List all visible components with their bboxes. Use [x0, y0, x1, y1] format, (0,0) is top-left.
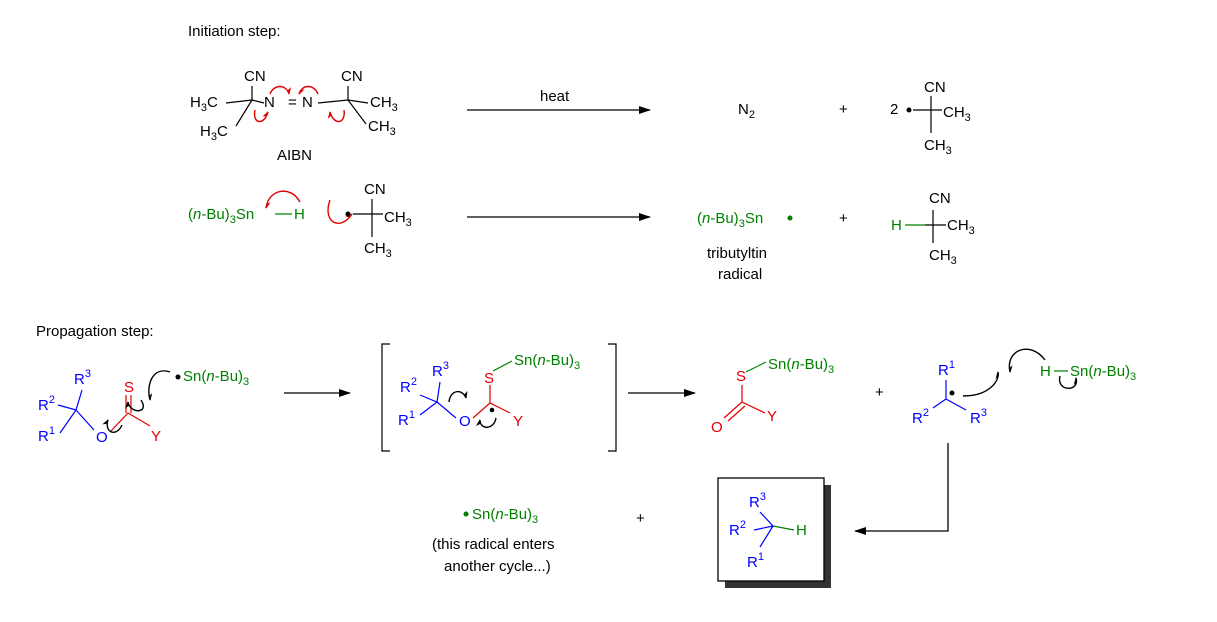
- svg-text:O: O: [711, 419, 723, 436]
- svg-text:N: N: [264, 94, 275, 111]
- svg-text:(n-Bu)3Sn: (n-Bu)3Sn: [188, 206, 254, 226]
- radical-intermediate: R2 R3 R1 O S Sn(n-Bu)3 Y: [381, 343, 617, 452]
- svg-text:R2: R2: [400, 376, 417, 396]
- svg-text:CH3: CH3: [384, 209, 412, 229]
- cyanopropyl-radical-reactant: CN CH3 CH3: [345, 181, 412, 260]
- svg-text:R3: R3: [432, 360, 449, 380]
- heat-condition: heat: [540, 88, 570, 105]
- svg-text:R3: R3: [74, 368, 91, 388]
- svg-text:R2: R2: [729, 519, 746, 539]
- svg-text:CH3: CH3: [947, 217, 975, 237]
- svg-text:R1: R1: [747, 551, 764, 571]
- svg-text:H: H: [891, 217, 902, 234]
- svg-text:R1: R1: [38, 425, 55, 445]
- aibn-molecule: H3C H3C CN N = N CN CH3 CH3: [190, 68, 398, 143]
- svg-text:CH3: CH3: [368, 118, 396, 138]
- plus-sign-4: +: [636, 510, 645, 527]
- tin-radical-name-line2: radical: [718, 266, 762, 283]
- svg-text:S: S: [124, 379, 134, 396]
- svg-text:H3C: H3C: [200, 123, 228, 143]
- svg-text:CH3: CH3: [364, 240, 392, 260]
- tin-hydride-reactant: (n-Bu)3Sn H: [188, 190, 353, 226]
- svg-text:R1: R1: [938, 359, 955, 379]
- svg-text:Sn(n-Bu)3: Sn(n-Bu)3: [472, 506, 538, 526]
- svg-text:CH3: CH3: [943, 104, 971, 124]
- svg-text:Sn(n-Bu)3: Sn(n-Bu)3: [183, 368, 249, 388]
- svg-text:CH3: CH3: [929, 247, 957, 267]
- svg-text:O: O: [459, 413, 471, 430]
- deoxygenated-alkane-product: R3 R2 R1 H: [717, 477, 831, 588]
- svg-text:R3: R3: [970, 407, 987, 427]
- svg-text:N: N: [302, 94, 313, 111]
- svg-text:CH3: CH3: [370, 94, 398, 114]
- svg-text:R2: R2: [912, 407, 929, 427]
- tin-radical-name-line1: tributyltin: [707, 245, 767, 262]
- svg-text:Y: Y: [767, 408, 777, 425]
- svg-text:=: =: [288, 94, 297, 111]
- svg-text:H: H: [1040, 363, 1051, 380]
- thiocarbonyl-ester-reactant: R2 R3 R1 O S Y: [38, 368, 171, 446]
- stannyl-radical-reactant: Sn(n-Bu)3: [175, 368, 249, 388]
- aibn-label: AIBN: [277, 147, 312, 164]
- cycle-note-line1: (this radical enters: [432, 536, 555, 553]
- svg-text:H: H: [294, 206, 305, 223]
- svg-text:Y: Y: [513, 413, 523, 430]
- svg-text:Y: Y: [151, 428, 161, 445]
- svg-text:R1: R1: [398, 409, 415, 429]
- svg-text:(n-Bu)3Sn: (n-Bu)3Sn: [697, 210, 763, 230]
- initiation-heading: Initiation step:: [188, 23, 281, 40]
- plus-sign-3: +: [875, 384, 884, 401]
- plus-sign-2: +: [839, 210, 848, 227]
- svg-text:Sn(n-Bu)3: Sn(n-Bu)3: [768, 356, 834, 376]
- svg-text:CN: CN: [929, 190, 951, 207]
- stoichiometric-coefficient: 2: [890, 101, 898, 118]
- tin-radical-product: (n-Bu)3Sn: [697, 210, 793, 230]
- stannyl-thioester-product: S O Y Sn(n-Bu)3: [711, 356, 834, 436]
- svg-text:CN: CN: [341, 68, 363, 85]
- tin-hydride-propagation: H Sn(n-Bu)3: [1008, 348, 1136, 389]
- svg-text:Sn(n-Bu)3: Sn(n-Bu)3: [1070, 363, 1136, 383]
- svg-text:H: H: [796, 522, 807, 539]
- svg-text:CN: CN: [364, 181, 386, 198]
- reaction-arrow-5: [854, 443, 949, 535]
- n2-product: N2: [738, 101, 755, 121]
- regenerated-stannyl-radical: Sn(n-Bu)3: [463, 506, 538, 526]
- alkyl-radical-intermediate: R1 R2 R3: [912, 359, 999, 427]
- isobutyronitrile-product: H CN CH3 CH3: [891, 190, 975, 267]
- svg-text:R3: R3: [749, 491, 766, 511]
- cyanopropyl-radical-product: CN CH3 CH3: [906, 79, 971, 157]
- svg-text:CH3: CH3: [924, 137, 952, 157]
- plus-sign-1: +: [839, 101, 848, 118]
- svg-text:S: S: [484, 370, 494, 387]
- svg-text:H3C: H3C: [190, 94, 218, 114]
- svg-text:CN: CN: [244, 68, 266, 85]
- svg-text:Sn(n-Bu)3: Sn(n-Bu)3: [514, 352, 580, 372]
- svg-text:S: S: [736, 368, 746, 385]
- svg-text:O: O: [96, 429, 108, 446]
- svg-text:R2: R2: [38, 394, 55, 414]
- cycle-note-line2: another cycle...): [444, 558, 551, 575]
- svg-text:CN: CN: [924, 79, 946, 96]
- propagation-heading: Propagation step:: [36, 323, 154, 340]
